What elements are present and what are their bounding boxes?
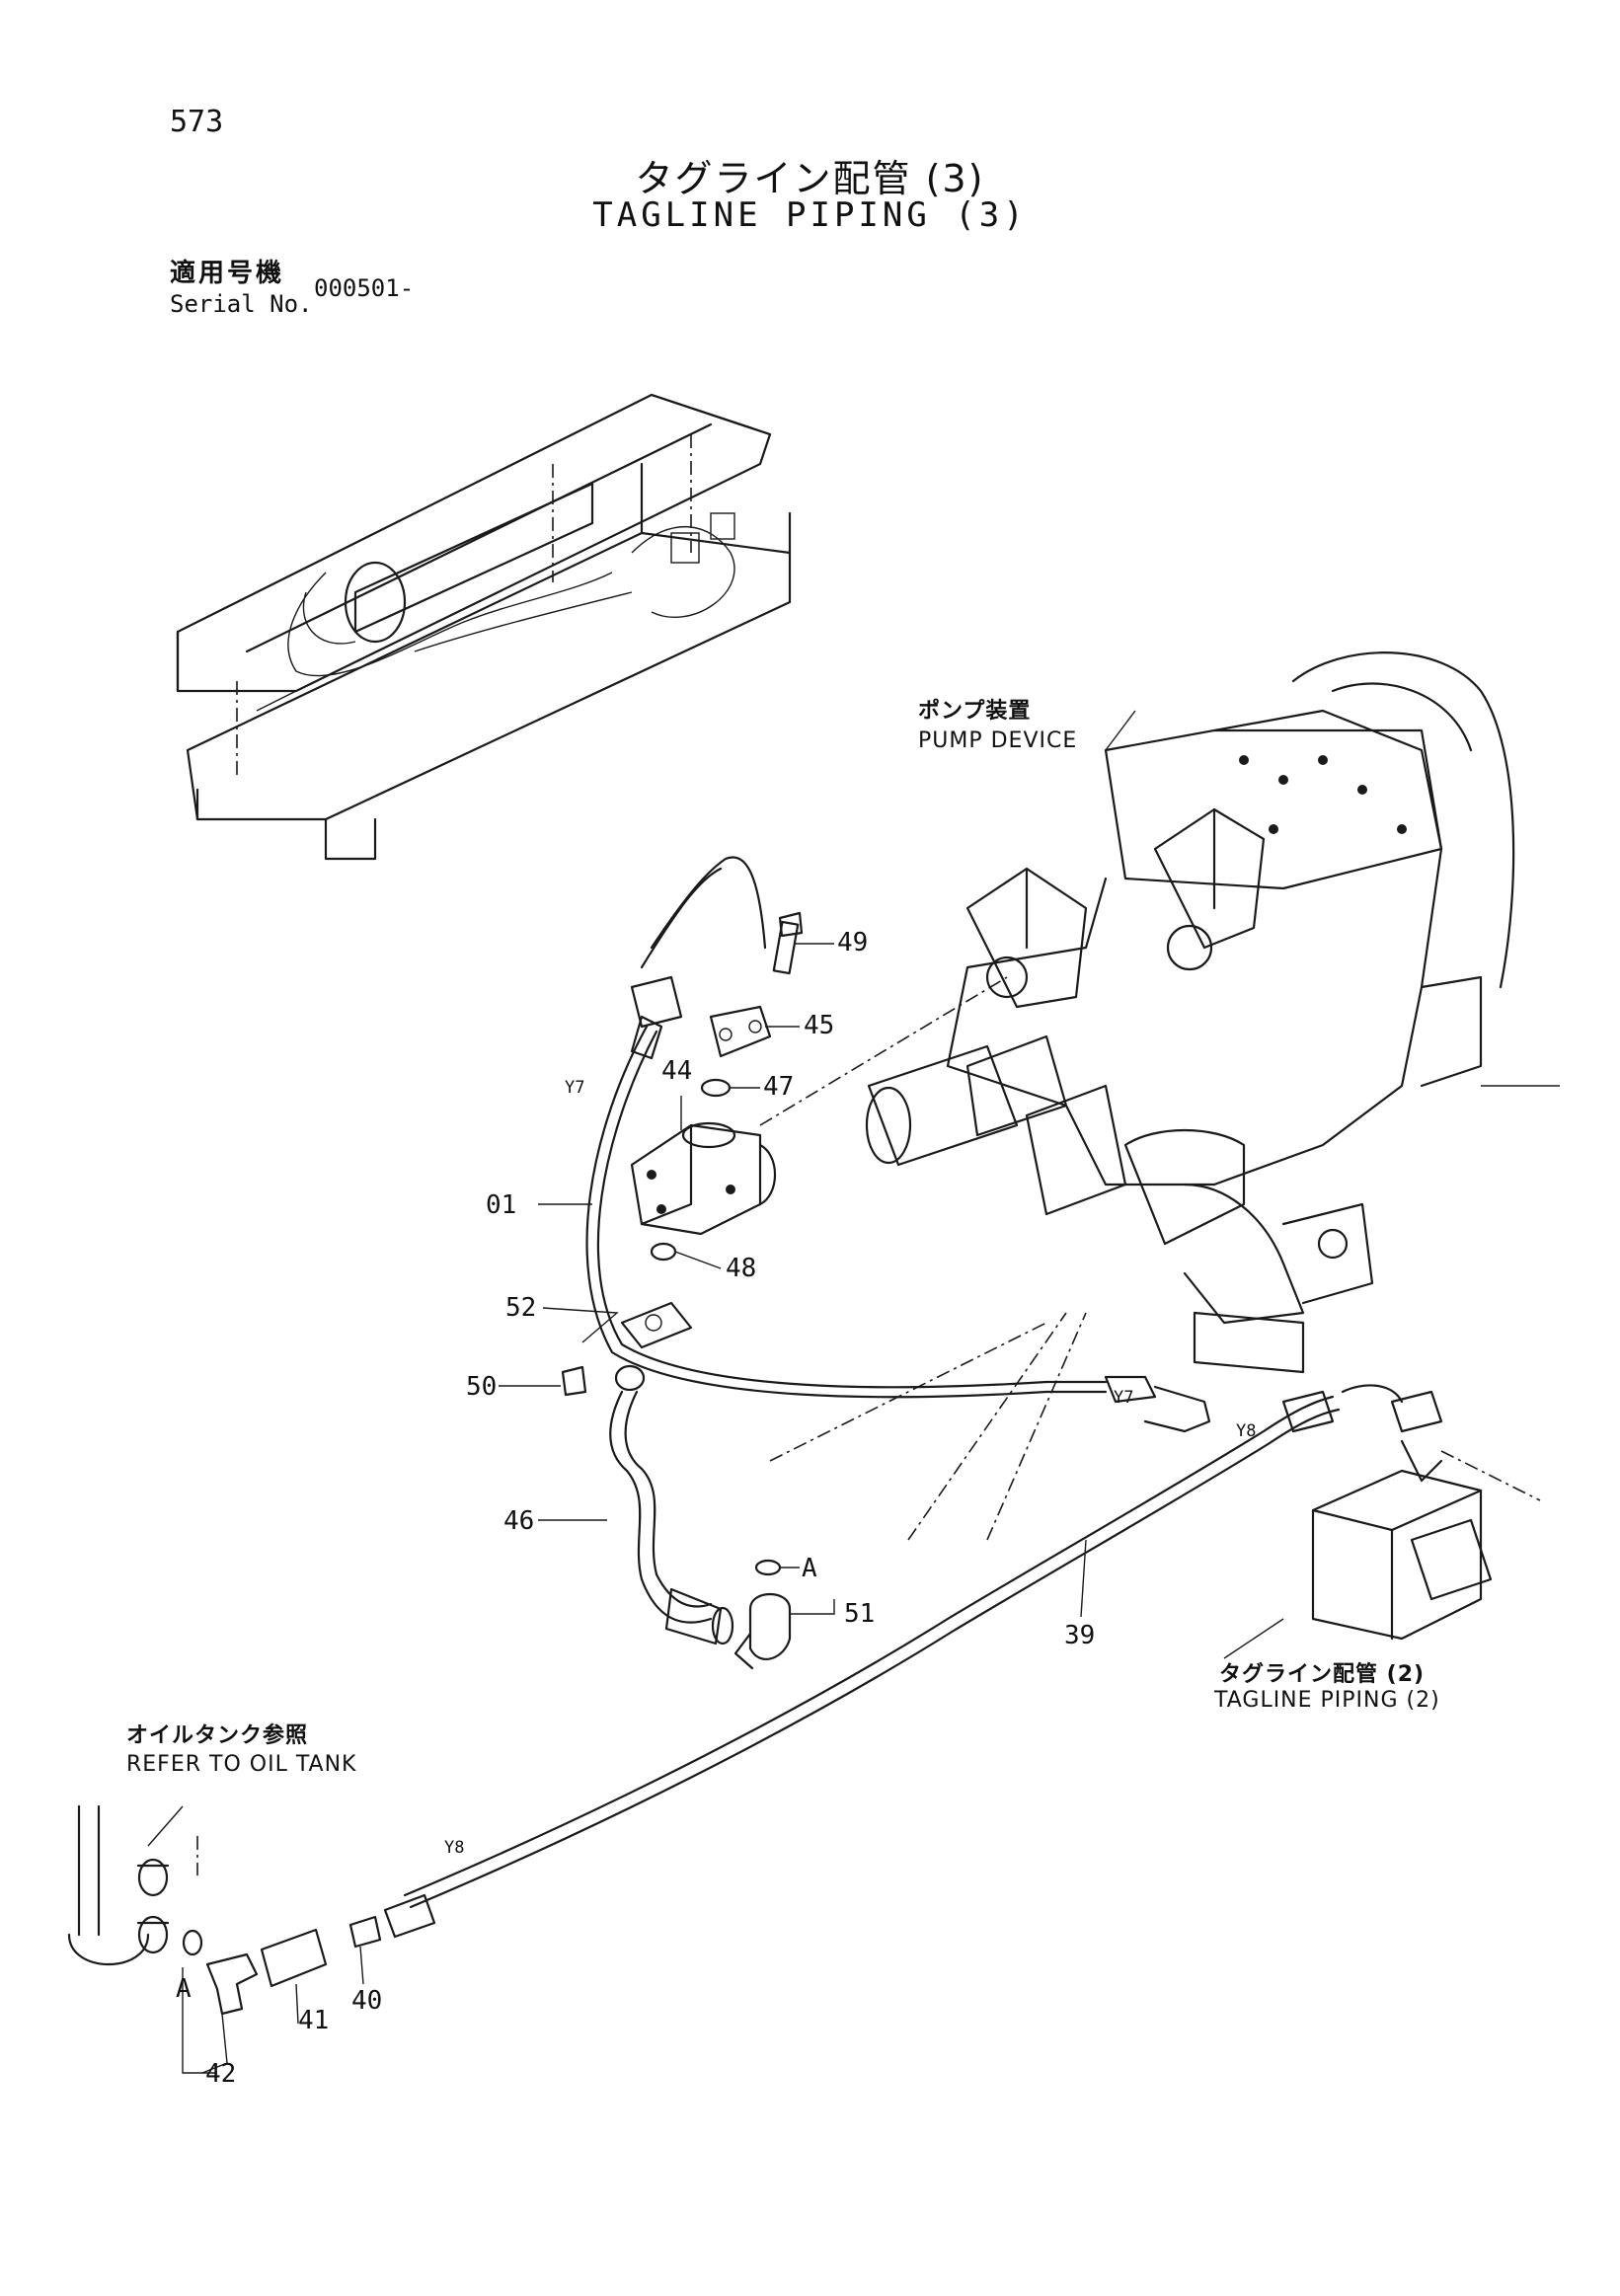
callout-41: 41: [298, 2006, 330, 2035]
callout-44: 44: [661, 1056, 693, 1086]
projection-lines: [196, 976, 1541, 1875]
pump-device-drawing: [865, 651, 1560, 1374]
callout-01: 01: [486, 1190, 517, 1220]
callout-40: 40: [351, 1986, 383, 2016]
callout-51: 51: [844, 1599, 876, 1629]
pump-44-drawing: [630, 1121, 777, 1236]
page-number: 573: [170, 105, 224, 139]
callout-52: 52: [505, 1293, 537, 1323]
callout-50: 50: [466, 1372, 498, 1402]
reference-mark-a-upper: A: [802, 1554, 817, 1583]
hose-39-drawing: [403, 1384, 1443, 1909]
oil-tank-note-japanese: オイルタンク参照: [126, 1723, 309, 1748]
pump-device-note-english: PUMP DEVICE: [918, 728, 1078, 753]
callout-49: 49: [837, 928, 869, 957]
tagline-piping-2-note-english: TAGLINE PIPING (2): [1214, 1688, 1440, 1713]
oil-tank-drawing: [67, 1804, 436, 2016]
serial-number-value: 000501-: [314, 274, 415, 302]
tagline-piping-2-note-japanese: タグライン配管 (2): [1219, 1662, 1426, 1687]
small-parts-drawing: [561, 911, 804, 1670]
hose-01-drawing: [585, 856, 1211, 1433]
line-mark-y8-lower: Y8: [444, 1838, 465, 1858]
oil-tank-note-english: REFER TO OIL TANK: [126, 1752, 357, 1777]
line-mark-y8-right: Y8: [1236, 1421, 1257, 1441]
reference-mark-a-lower: A: [176, 1974, 192, 2004]
callout-48: 48: [726, 1254, 757, 1283]
callout-46: 46: [503, 1506, 535, 1536]
callout-47: 47: [763, 1072, 795, 1102]
line-mark-y7-lower: Y7: [1114, 1388, 1134, 1408]
serial-label-japanese: 適用号機: [170, 259, 285, 288]
tagline-valve-drawing: [1311, 1439, 1493, 1641]
pump-device-note-japanese: ポンプ装置: [918, 699, 1032, 724]
leader-lines: [182, 710, 1284, 2074]
line-mark-y7-upper: Y7: [565, 1078, 585, 1098]
callout-45: 45: [804, 1011, 835, 1040]
serial-label-english: Serial No.: [170, 290, 313, 318]
callout-42: 42: [205, 2059, 237, 2089]
overview-frame-drawing: [176, 393, 792, 861]
callout-39: 39: [1064, 1621, 1096, 1650]
page-title-japanese: タグライン配管 (3): [635, 157, 985, 200]
page-title-english: TAGLINE PIPING (3): [592, 195, 1028, 235]
